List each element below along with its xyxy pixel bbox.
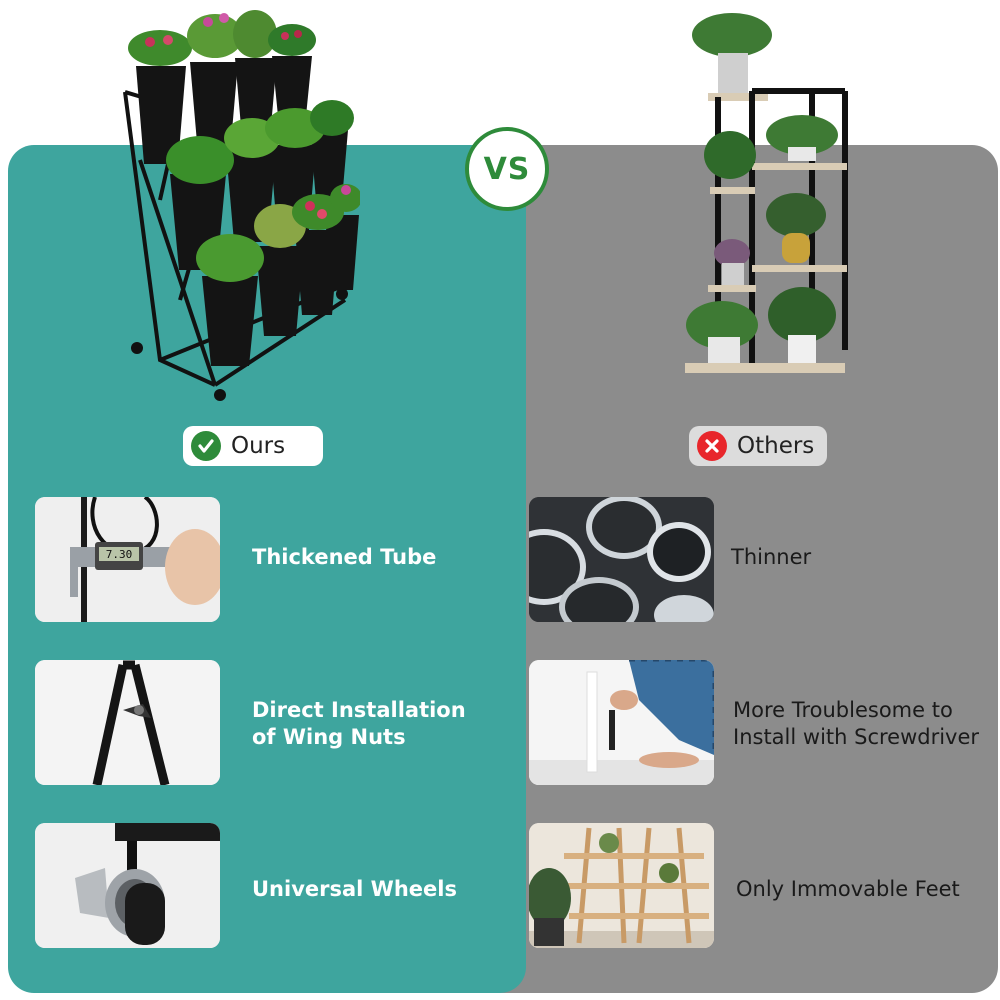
check-icon [191, 431, 221, 461]
caster-wheel-icon [35, 823, 220, 948]
cross-icon [697, 431, 727, 461]
ours-feature-2: Direct Installation of Wing Nuts [252, 698, 466, 749]
plant-shelf-image [685, 13, 848, 373]
caliper-reading: 7.30 [106, 548, 133, 561]
wing-nut-icon [35, 660, 220, 785]
ours-feature-3: Universal Wheels [252, 877, 457, 901]
caliper-icon: 7.30 [35, 497, 220, 622]
others-feature-2: More Troublesome to Install with Screwdr… [733, 698, 980, 749]
vs-badge: VS [465, 127, 549, 211]
wooden-shelf-icon [529, 823, 714, 948]
vs-label: VS [483, 151, 531, 187]
others-label-pill: Others [689, 426, 827, 466]
thin-tube-icon [529, 497, 714, 622]
others-feature-3: Only Immovable Feet [736, 877, 960, 901]
others-label: Others [737, 433, 815, 459]
ours-label: Ours [231, 433, 286, 459]
ours-feature-1: Thickened Tube [252, 545, 437, 569]
flower-bucket-stand-image [123, 10, 360, 401]
screwdriver-icon [529, 660, 714, 785]
ours-label-pill: Ours [183, 426, 323, 466]
others-feature-1: Thinner [731, 545, 812, 569]
